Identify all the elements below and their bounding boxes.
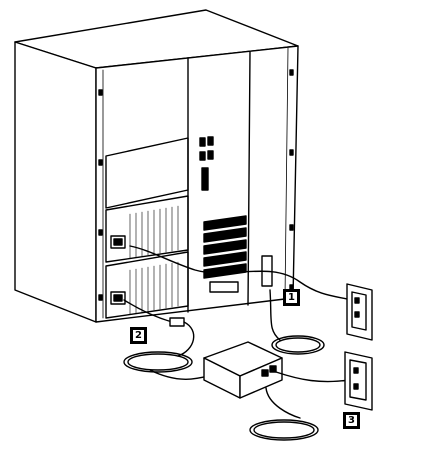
callout-3-label: 3 [346, 415, 357, 426]
callout-2-label: 2 [133, 330, 144, 341]
io-connectors [199, 136, 214, 191]
panel-screws [98, 69, 294, 301]
callout-2: 2 [130, 327, 147, 344]
expansion-slots [203, 215, 247, 279]
tower-back-panel [95, 45, 299, 323]
power-cord-3 [275, 371, 351, 383]
blank-bay-plate [105, 137, 189, 209]
callout-1-label: 1 [286, 292, 297, 303]
rear-port-block [209, 281, 239, 293]
server-tower [14, 9, 299, 323]
cord-2-plug [169, 317, 185, 327]
transformer-box [203, 341, 283, 399]
cord-coil-1 [271, 335, 325, 355]
wall-outlet-lower [344, 351, 373, 411]
cord-coil-3 [249, 419, 319, 441]
power-cord-1 [129, 245, 353, 301]
power-cord-2 [123, 299, 173, 323]
cord-coil-2 [123, 351, 193, 373]
tower-side-face [14, 41, 97, 323]
wall-outlet-upper [346, 283, 373, 341]
callout-1: 1 [283, 289, 300, 306]
callout-3: 3 [343, 412, 360, 429]
